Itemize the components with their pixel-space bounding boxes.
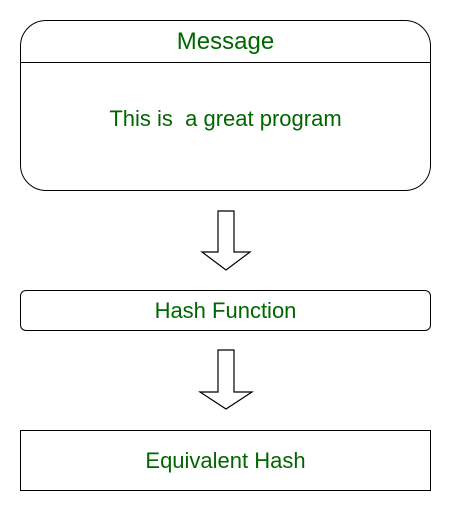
message-header: Message [21,21,430,63]
down-arrow-icon-shape [197,349,255,410]
down-arrow-icon [197,349,255,410]
down-arrow-icon-shape [200,210,252,271]
message-box: Message This is a great program [20,20,431,191]
message-body: This is a great program [21,63,430,181]
hash-function-box: Hash Function [20,290,431,331]
equivalent-hash-label: Equivalent Hash [145,447,306,473]
message-text: This is a great program [109,106,342,131]
equivalent-hash-box: Equivalent Hash [20,430,431,491]
message-title: Message [176,28,275,55]
hash-function-label: Hash Function [154,297,297,323]
down-arrow-icon [200,210,252,271]
